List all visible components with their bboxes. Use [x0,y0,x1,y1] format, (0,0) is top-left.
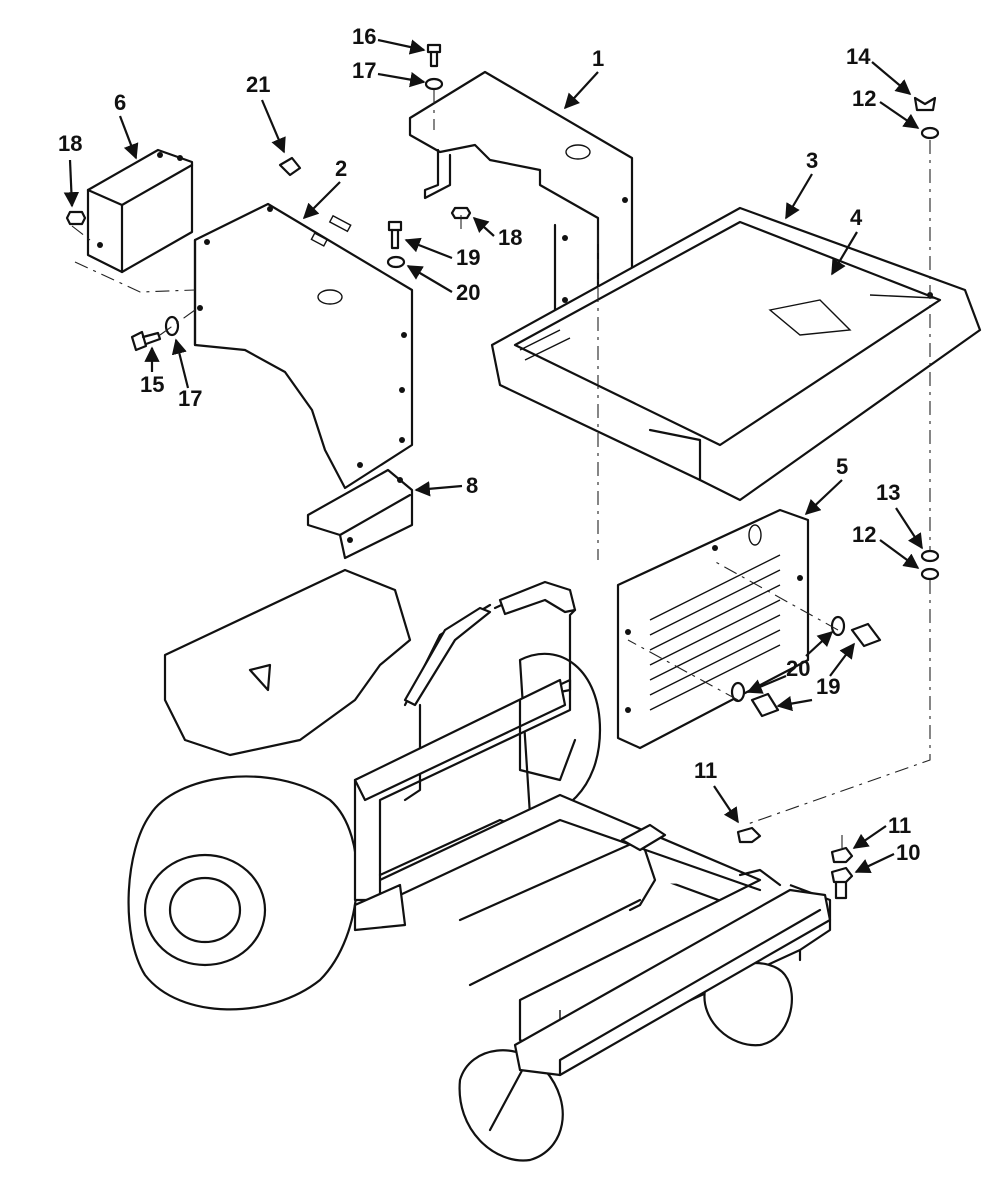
callout-16: 16 [352,24,376,49]
callout-6: 6 [114,90,126,115]
chassis-frame [127,568,832,1162]
callout-21: 21 [246,72,270,97]
callout-1: 1 [592,46,604,71]
alignment-lines [71,90,931,848]
part-3-cover [490,206,982,502]
callout-10: 10 [896,840,920,865]
part-5-grille-plate [616,508,810,750]
callout-11-left: 11 [694,758,717,783]
callout-20-right: 20 [786,656,810,681]
callout-4: 4 [850,205,863,230]
callouts: 1 2 3 4 5 6 8 10 11 11 12 12 13 [58,24,923,874]
callout-18-mid: 18 [498,225,522,250]
callout-3: 3 [806,148,818,173]
callout-20-top: 20 [456,280,480,305]
part-6-bracket [86,148,194,274]
part-1-panel [408,70,634,312]
callout-18-left: 18 [58,131,82,156]
callout-15: 15 [140,372,164,397]
callout-14: 14 [846,44,871,69]
callout-17-left: 17 [178,386,202,411]
callout-2: 2 [335,156,347,181]
callout-12-right: 12 [852,522,876,547]
callout-19-right: 19 [816,674,840,699]
part-8-bracket [306,468,414,560]
callout-13: 13 [876,480,900,505]
callout-17-top: 17 [352,58,376,83]
callout-19-top: 19 [456,245,480,270]
part-2-side-panel [193,202,414,490]
callout-11-right: 11 [888,813,911,838]
callout-12-top: 12 [852,86,876,111]
hardware-items [65,43,940,900]
callout-5: 5 [836,454,848,479]
callout-8: 8 [466,473,478,498]
